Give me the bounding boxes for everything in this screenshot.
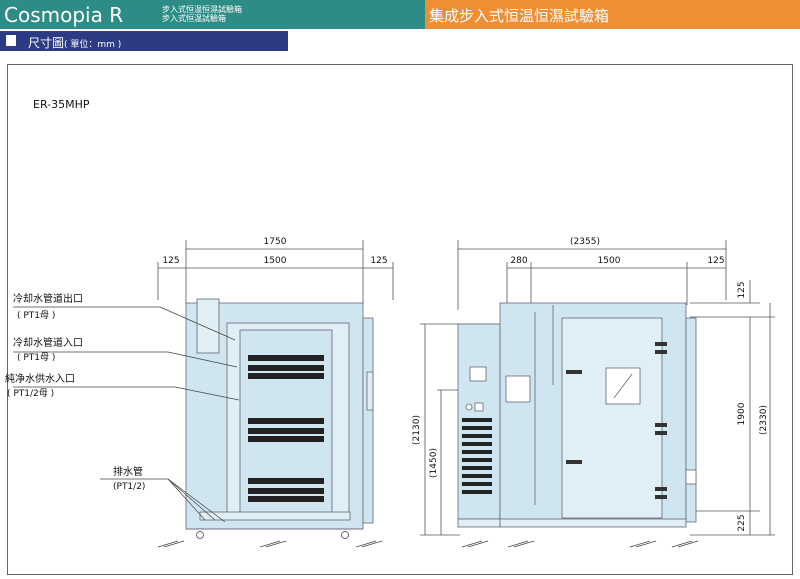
callout-3: 純净水供水入口 xyxy=(5,372,75,385)
square-icon xyxy=(6,35,16,46)
subtitle-line-1: 步入式恒温恒濕試驗箱 xyxy=(162,5,242,14)
dim-1500-left: 1500 xyxy=(264,256,287,266)
left-chamber xyxy=(185,298,374,530)
dim-2130: (2130) xyxy=(412,415,422,445)
callout-2-spec: ( PT1母 ) xyxy=(17,352,55,363)
dim-225: 225 xyxy=(737,514,747,531)
header-title-bar: 集成步入式恒温恒濕試驗箱 xyxy=(425,0,800,29)
dim-280: 280 xyxy=(510,256,527,266)
right-feet xyxy=(461,540,699,548)
callout-2: 冷却水管道入口 xyxy=(13,336,83,349)
left-view xyxy=(157,240,394,305)
left-feet xyxy=(157,531,383,548)
callout-1-spec: ( PT1母 ) xyxy=(17,310,55,321)
brand-title: Cosmopia R xyxy=(4,3,124,27)
callout-1: 冷却水管道出口 xyxy=(13,292,83,305)
dim-1750: 1750 xyxy=(264,237,287,247)
diagram-frame xyxy=(7,64,793,575)
dim-125-c: 125 xyxy=(707,256,724,266)
section-bar: 尺寸圖( 單位：mm ) xyxy=(0,31,288,51)
dim-2330: (2330) xyxy=(759,405,769,435)
right-panel-vents xyxy=(462,418,492,494)
dim-1900: 1900 xyxy=(737,402,747,425)
hinges xyxy=(566,342,667,499)
callout-4: 排水管 xyxy=(113,465,143,478)
dim-1450: (1450) xyxy=(429,448,439,478)
dim-125-a: 125 xyxy=(162,256,179,266)
dim-125-b: 125 xyxy=(370,256,387,266)
callout-4-spec: (PT1/2) xyxy=(113,482,145,492)
dim-2355: (2355) xyxy=(570,237,600,247)
subtitle-line-2: 步入式恒温試驗箱 xyxy=(162,14,226,23)
section-label: 尺寸圖( 單位：mm ) xyxy=(28,36,122,50)
dim-1500-right: 1500 xyxy=(598,256,621,266)
callout-3-spec: ( PT1/2母 ) xyxy=(7,388,54,399)
right-chamber xyxy=(457,302,697,528)
header-bar: Cosmopia R 步入式恒温恒濕試驗箱 步入式恒温試驗箱 xyxy=(0,0,425,29)
model-label: ER-35MHP xyxy=(33,98,90,111)
left-vents xyxy=(248,355,324,502)
dim-125-top: 125 xyxy=(737,281,747,298)
page-title: 集成步入式恒温恒濕試驗箱 xyxy=(429,7,610,25)
callout-leaders xyxy=(13,306,240,523)
